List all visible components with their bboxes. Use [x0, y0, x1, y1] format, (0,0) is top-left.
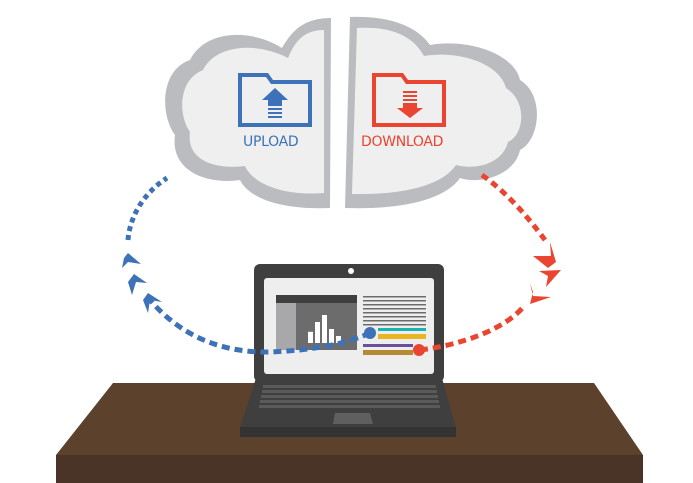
screen-color-bar	[378, 334, 426, 339]
trackpad	[333, 413, 373, 424]
screen-color-bar	[363, 344, 413, 347]
screen-bar-chart	[308, 315, 341, 343]
upload-arrow-3	[122, 253, 141, 268]
screen-color-bar	[363, 350, 413, 355]
download-path	[413, 172, 561, 356]
screen-color-bars	[363, 328, 426, 355]
cloud-left-half	[165, 18, 331, 209]
desk-front	[56, 455, 643, 483]
webcam	[348, 268, 354, 274]
upload-origin-dot	[364, 327, 376, 339]
screen-chart-bar	[322, 315, 327, 343]
screen-chart-bar	[336, 336, 341, 343]
screen-chart-bar	[329, 329, 334, 343]
download-label: DOWNLOAD	[361, 134, 443, 150]
upload-arrow-1	[143, 293, 162, 313]
download-arrow-3	[530, 283, 551, 304]
screen-color-bar	[378, 328, 426, 331]
laptop-base-edge	[240, 427, 456, 437]
cloud-right-half	[345, 16, 537, 209]
folder-upload-icon[interactable]	[238, 73, 312, 127]
download-end-dot	[413, 344, 425, 356]
screen-chart-bar	[308, 331, 313, 343]
upload-path	[122, 175, 376, 355]
download-arrow-2	[539, 270, 561, 287]
text-lines	[363, 296, 426, 326]
upload-arrow-2	[128, 274, 147, 295]
upload-label: UPLOAD	[243, 134, 298, 150]
screen-chart-bar	[315, 322, 320, 343]
keyboard	[259, 385, 440, 408]
screen-content	[276, 295, 426, 355]
download-arrow-1	[533, 242, 556, 268]
folder-download-icon[interactable]	[372, 73, 446, 127]
